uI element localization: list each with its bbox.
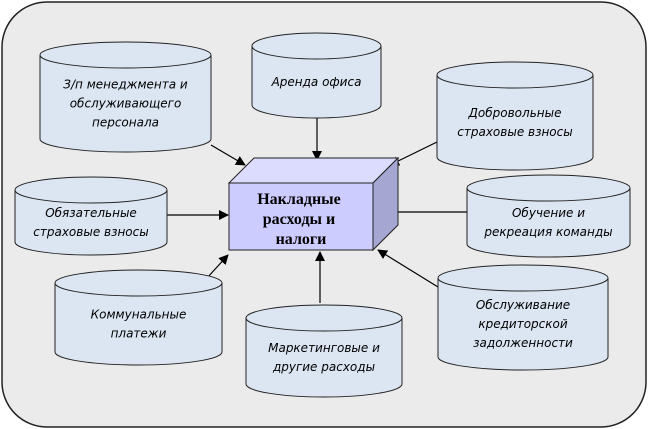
svg-text:Аренда офиса: Аренда офиса [271,75,362,89]
cost-item-label: страховые взносы [457,125,572,139]
cost-item-label: З/п менеджмента и [63,78,188,92]
cost-item-label: Аренда офиса [271,75,362,89]
cost-item-cylinder: Обязательные страховые взносы [14,176,168,256]
cost-item-label: кредиторской [478,317,567,331]
cost-item-label: Маркетинговые и [268,341,380,355]
cost-item-label: другие расходы [272,360,375,374]
cost-item-label: обслуживающего [70,97,182,111]
cost-item-label: Обслуживание [476,298,570,312]
center-box: Накладные расходы и налоги [227,156,400,252]
arrow [206,254,229,279]
cost-item-cylinder: Коммунальные платежи [54,269,223,366]
box-front [228,182,374,251]
arrow [210,144,246,166]
arrow [377,249,439,288]
cost-item-label: Добровольные [468,106,562,120]
cost-item-label: Коммунальные [91,308,187,322]
cost-item-label: Обучение и [512,206,585,220]
cost-item-label: задолженности [473,336,573,350]
box-top [227,157,400,184]
cost-item-cylinder: З/п менеджмента и обслуживающего персонала [39,41,212,153]
cost-item-label: платежи [111,327,167,341]
cost-item-cylinder: Аренда офиса [251,32,382,119]
cost-item-label: персонала [92,116,159,130]
center-label-line: налоги [276,231,327,248]
cost-item-cylinder: Обучение и рекреация команды [466,174,631,258]
cost-item-cylinder: Маркетинговые и другие расходы [245,304,403,398]
cost-item-label: рекреация команды [483,225,612,239]
cost-item-label: Обязательные [45,206,137,220]
cost-item-label: страховые взносы [33,225,148,239]
cost-item-cylinder: Обслуживание кредиторской задолженности [437,264,609,371]
center-label-line: Накладные [257,191,341,208]
svg-text:Накладные расходы и: Накладные расходы и налоги [257,191,345,248]
center-label-line: расходы и [263,211,336,228]
cost-item-cylinder: Добровольные страховые взносы [436,61,594,171]
